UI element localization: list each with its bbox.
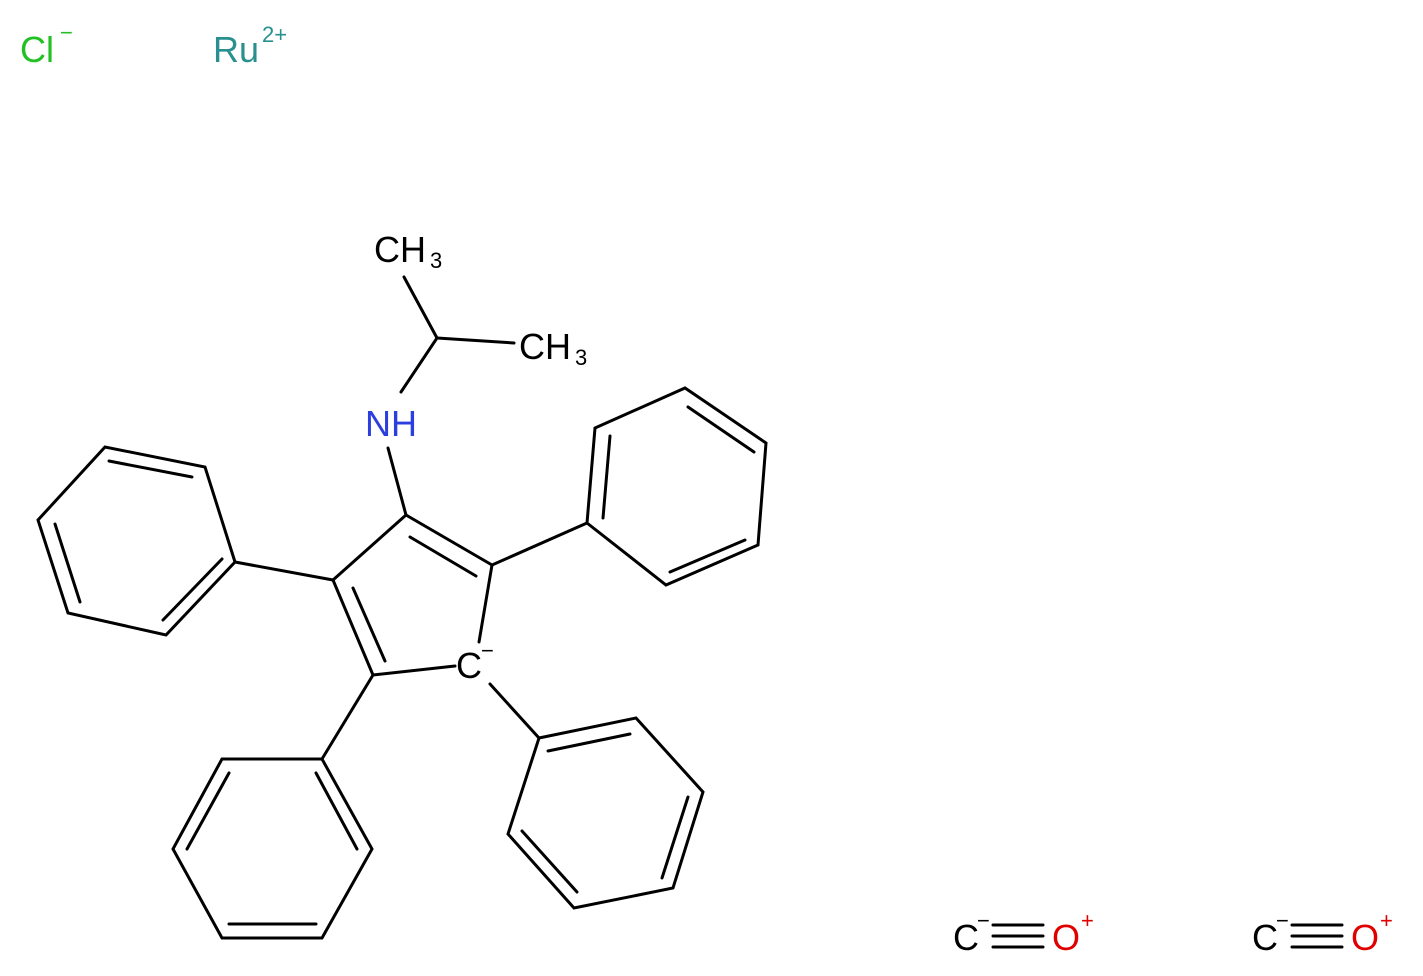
phenyl-bl-double-1 [185,771,231,851]
bond-n-c2 [386,446,408,517]
phenyl-ring-bottom-right [506,716,705,910]
carbanion-label: C [456,645,482,686]
carbanion-charge: − [481,638,494,663]
methyl-subscript-2: 3 [575,345,587,370]
phenyl-l-double-1 [107,459,194,479]
ruthenium-label: Ru [213,29,259,70]
bond-c5-ph [488,682,541,740]
triple-bond-1 [991,923,1045,949]
bond-ch-n [399,336,439,394]
carbonyl-2-carbon-charge: − [1276,908,1289,933]
bond-ch-ch3b [435,336,516,345]
phenyl-tr-double-2 [686,405,756,454]
chloride-label: Cl [20,29,54,70]
methyl-subscript-1: 3 [430,248,442,273]
carbonyl-2-oxygen-charge: + [1380,908,1393,933]
bond-c1-ph [490,521,589,567]
phenyl-bl-double-3 [314,771,359,851]
phenyl-tr-double-3 [668,538,747,574]
bond-c4-c5 [371,664,457,677]
bond-c1-c5 [477,563,494,644]
phenyl-br-double-3 [520,829,579,894]
ruthenium-charge: 2+ [262,22,287,47]
amine-label: NH [365,403,417,444]
phenyl-br-double-1 [546,732,632,753]
bond-c3-ph [233,560,335,582]
chloride-charge: − [60,20,73,45]
phenyl-tr-double-1 [601,434,612,520]
phenyl-ring-top-right [585,386,768,587]
phenyl-ring-left [36,445,237,637]
phenyl-ring-bottom-left [171,757,374,940]
bond-c2-c1-inner [408,535,478,578]
carbonyl-1-oxygen: O [1052,917,1080,958]
carbonyl-1-carbon: C [953,917,979,958]
bond-ch-ch3a [402,275,439,340]
phenyl-br-double-2 [660,795,690,880]
carbonyl-1-oxygen-charge: + [1081,908,1094,933]
bond-c4-ph [320,673,375,761]
bond-c3-c4-inner [351,586,387,663]
bond-c3-c4 [331,578,375,677]
phenyl-l-double-3 [161,557,224,622]
methyl-label-1: CH [374,229,426,270]
carbonyl-2-oxygen: O [1351,917,1379,958]
triple-bond-2 [1290,923,1344,949]
methyl-label-2: CH [519,326,571,367]
bond-c2-c1 [404,513,494,567]
carbonyl-2-carbon: C [1252,917,1278,958]
bonds [36,275,1344,949]
carbonyl-1-carbon-charge: − [977,908,990,933]
phenyl-l-double-2 [53,522,82,604]
bond-c2-c3 [331,513,408,582]
